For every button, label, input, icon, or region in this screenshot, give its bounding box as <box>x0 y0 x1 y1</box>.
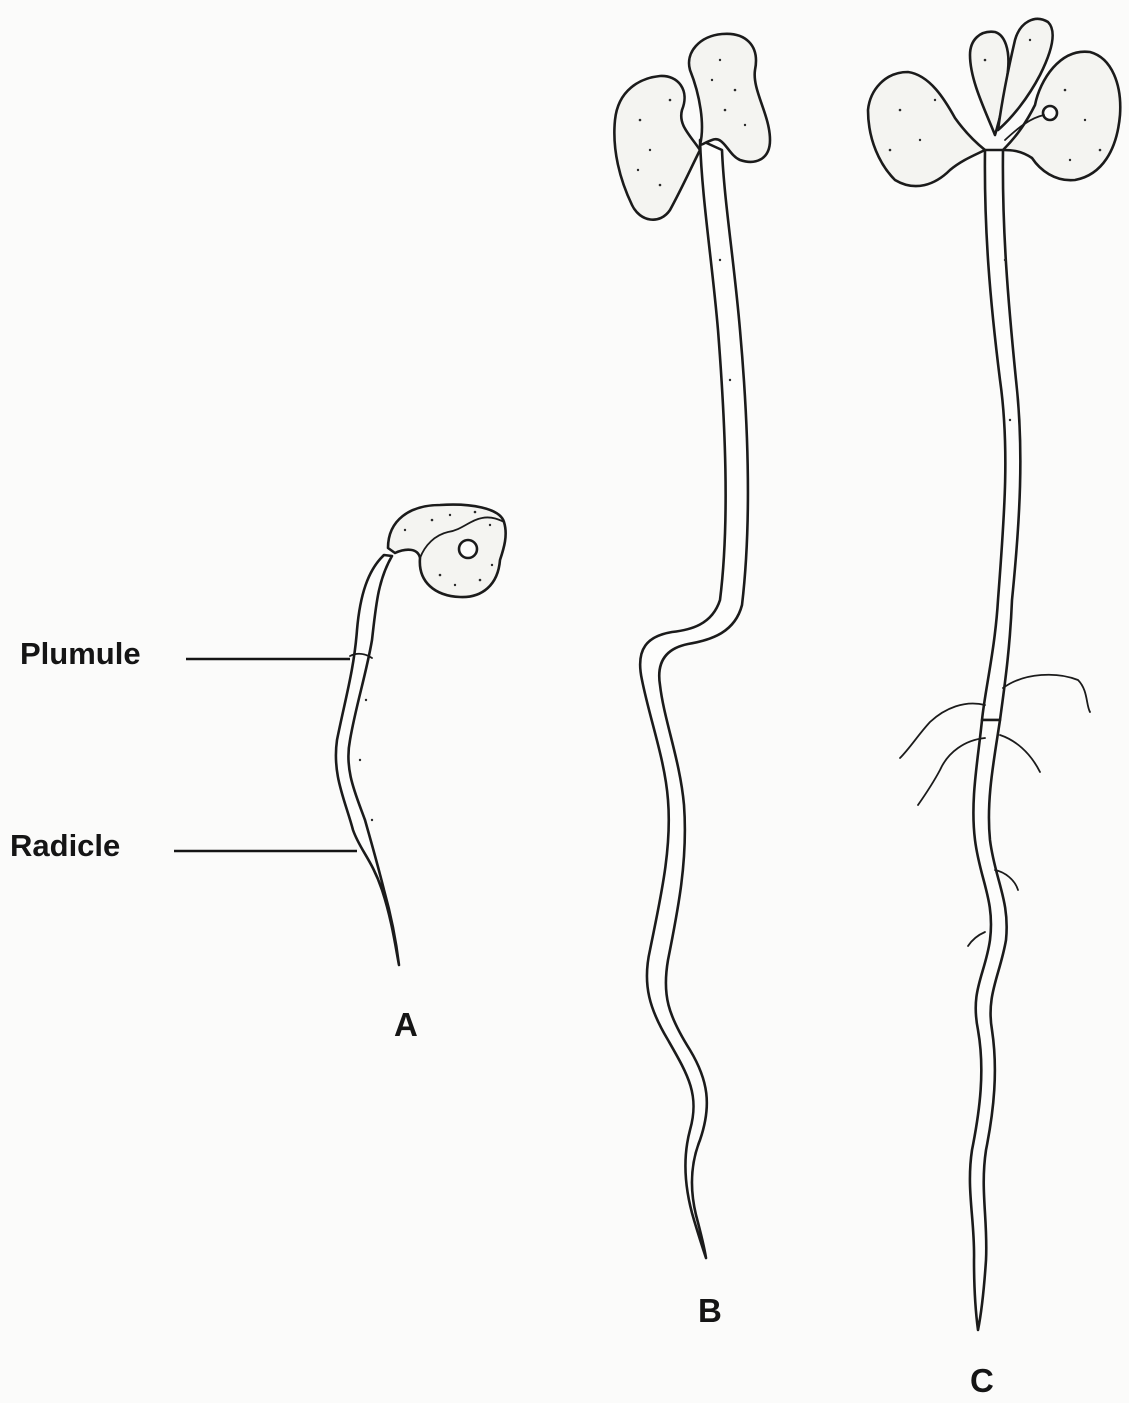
stage-a-label: A <box>394 1006 418 1043</box>
seedling-c-lateral-root-1 <box>900 704 985 758</box>
seedling-a-plumule-bud <box>459 540 477 558</box>
radicle-label: Radicle <box>10 828 120 863</box>
seedling-b-stem-and-root <box>640 140 748 1258</box>
seedling-b-left-cotyledon <box>614 76 700 220</box>
seedling-c-bud <box>1043 106 1057 120</box>
seedling-b-right-cotyledon <box>689 34 770 162</box>
seedling-c-lateral-root-6 <box>968 932 985 946</box>
stage-b-label: B <box>698 1292 722 1329</box>
seedling-b <box>614 34 770 1258</box>
seedling-c-stem <box>982 150 1020 720</box>
seedling-c-left-cotyledon <box>868 72 985 186</box>
seedling-a-stem <box>336 555 399 965</box>
seedling-c-taproot <box>970 720 1007 1330</box>
seedling-a <box>336 505 506 965</box>
seedling-c-lateral-root-2 <box>1003 675 1090 712</box>
stage-c-label: C <box>970 1362 994 1399</box>
seedling-a-cotyledons <box>388 505 506 597</box>
seedling-c-lateral-root-4 <box>1000 735 1040 772</box>
plumule-label: Plumule <box>20 636 141 671</box>
seedling-c <box>868 19 1120 1330</box>
